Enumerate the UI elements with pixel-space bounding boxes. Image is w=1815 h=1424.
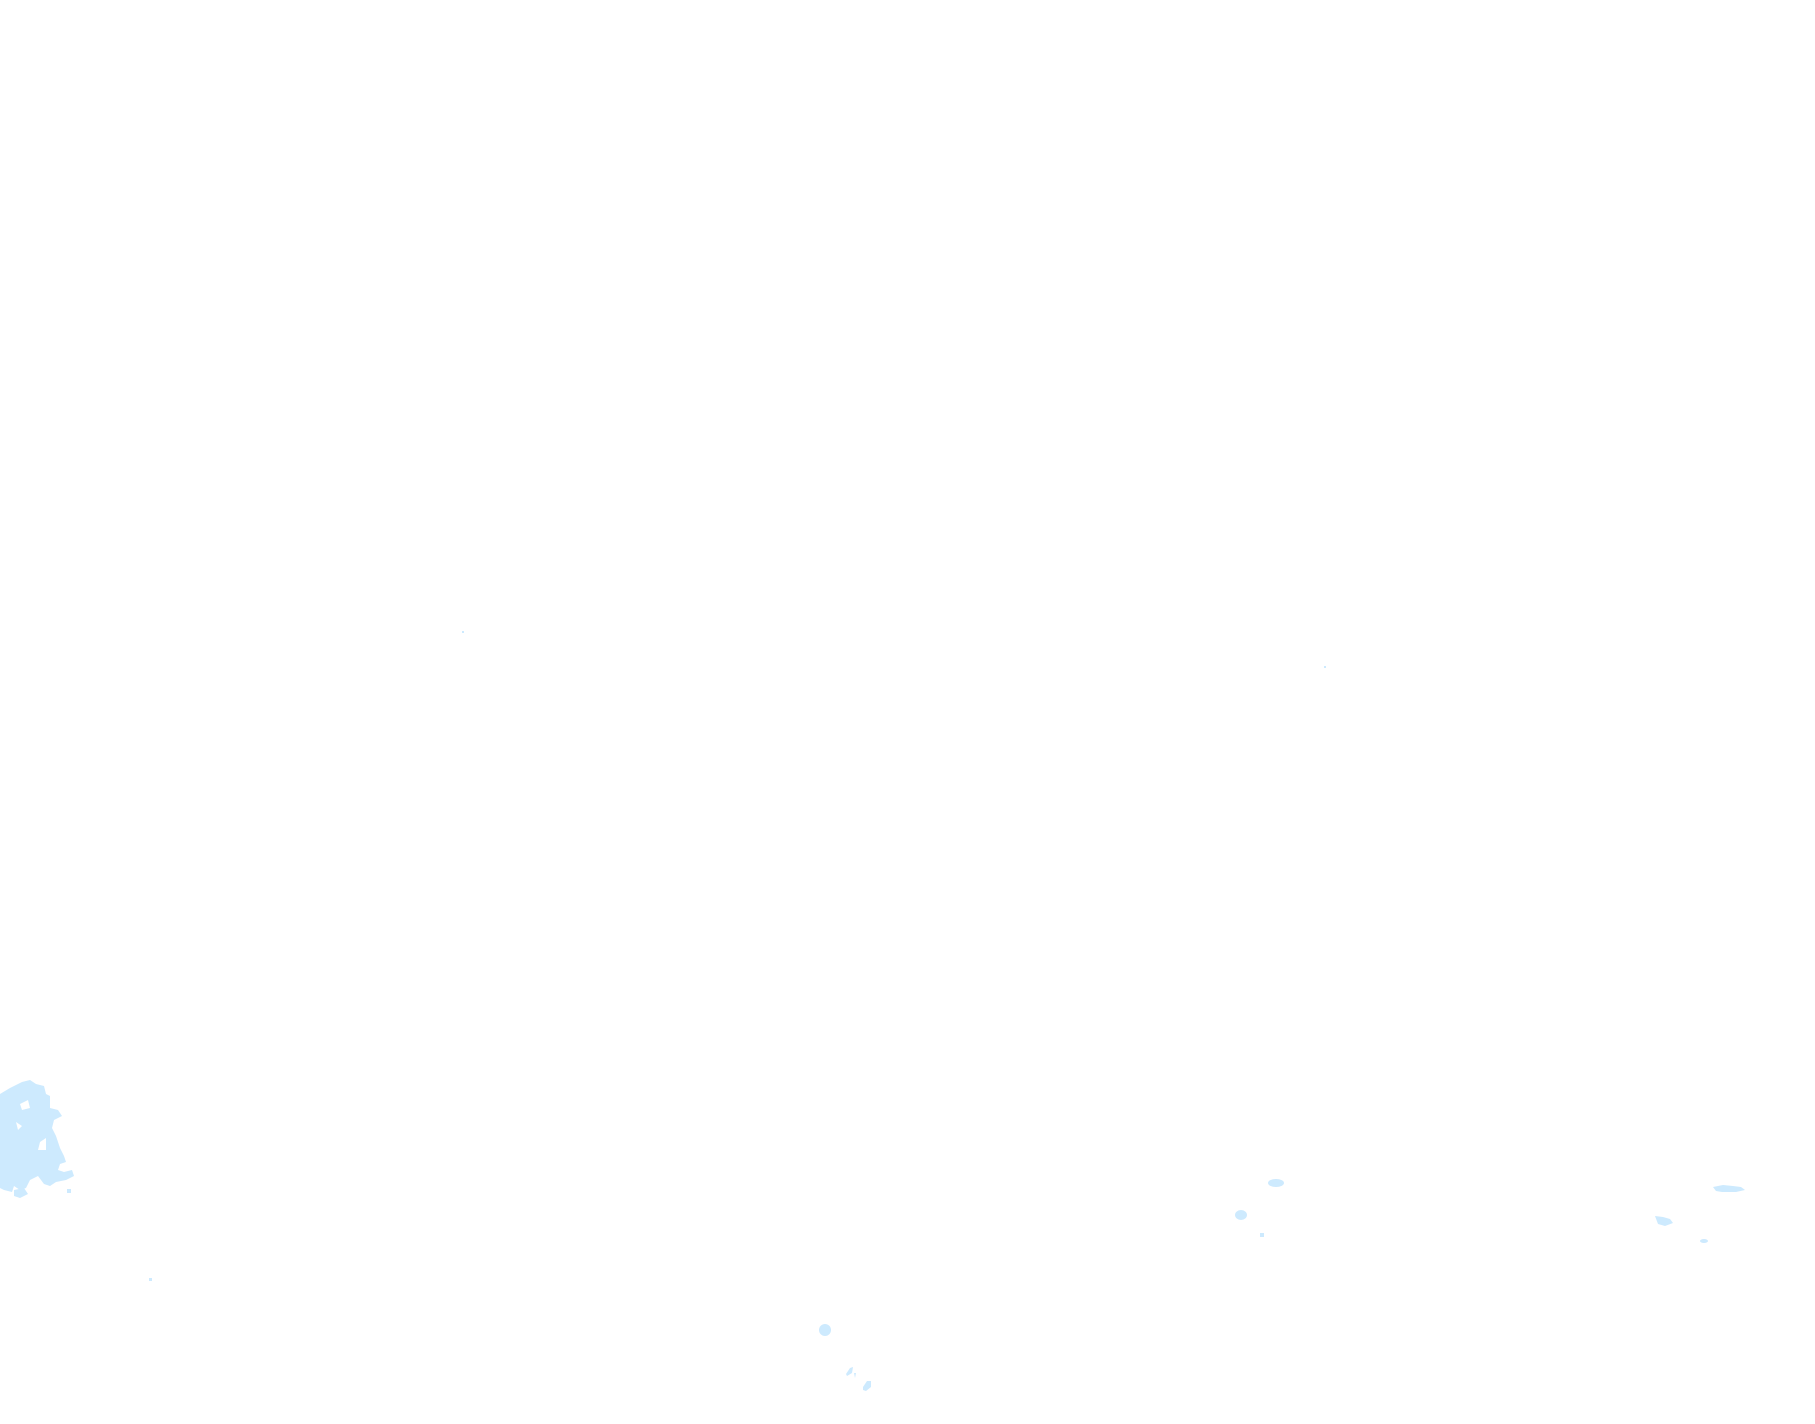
small-lake xyxy=(14,1188,28,1198)
small-lake xyxy=(1235,1210,1247,1220)
small-lake xyxy=(67,1189,71,1193)
small-lake xyxy=(1655,1216,1673,1226)
small-lake xyxy=(819,1324,831,1336)
pond-dot xyxy=(1324,666,1326,668)
small-lake xyxy=(1700,1239,1708,1243)
small-lake xyxy=(863,1381,871,1391)
pond-dot xyxy=(1260,1233,1264,1237)
pond-dot xyxy=(149,1278,152,1281)
small-lake xyxy=(1268,1179,1284,1187)
pond-dot xyxy=(462,631,464,633)
small-lake xyxy=(1713,1185,1745,1192)
small-lake xyxy=(846,1367,856,1378)
large-lake-cluster xyxy=(0,1080,74,1192)
